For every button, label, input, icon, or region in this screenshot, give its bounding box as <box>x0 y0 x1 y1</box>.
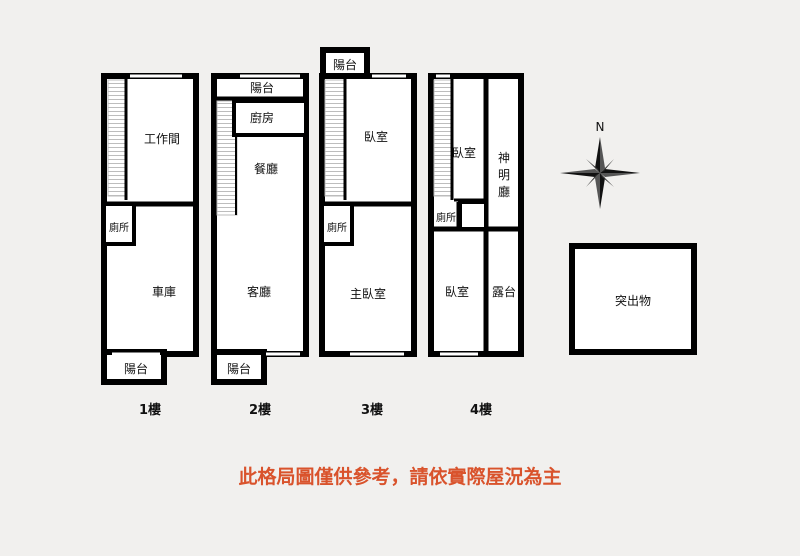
floor-3-balcony-top-label: 陽台 <box>333 57 357 72</box>
floor-3-stairs <box>324 79 346 197</box>
floor-4-shrine-char-2: 明 <box>498 168 510 182</box>
compass-north-label: N <box>596 120 605 134</box>
floor-1-garage-label: 車庫 <box>152 285 176 299</box>
floor-2-balcony-top-label: 陽台 <box>250 80 274 95</box>
protrusion-box <box>569 243 697 355</box>
floor-2-living-label: 客廳 <box>247 284 271 299</box>
protrusion-label: 突出物 <box>615 293 651 308</box>
floor-3-bedroom-label: 臥室 <box>364 129 388 144</box>
floor-3-toilet-label: 廁所 <box>327 221 347 234</box>
floor-1-label: 1樓 <box>139 402 161 418</box>
floor-4-stairs <box>433 79 453 197</box>
floor-2-plan: 陽台 廚房 餐廳 客廳 陽台 <box>211 73 309 385</box>
floor-1-workroom-label: 工作間 <box>144 132 180 146</box>
floor-4-toilet-label: 廁所 <box>436 211 456 224</box>
floor-4-terrace-label: 露台 <box>492 284 516 299</box>
floor-2-kitchen-label: 廚房 <box>250 110 274 125</box>
floor-4-shrine-char-3: 廳 <box>498 184 510 199</box>
floor-4-bedroom-top-label: 臥室 <box>452 145 476 160</box>
floor-1-plan: 工作間 廁所 車庫 陽台 <box>101 73 199 385</box>
floor-3-label: 3樓 <box>361 402 383 418</box>
compass-icon <box>560 137 640 209</box>
floor-4-shrine-char-1: 神 <box>498 151 510 165</box>
floor-3-plan: 陽台 臥室 廁所 主臥室 <box>319 47 417 357</box>
floor-1-stairs <box>107 79 127 197</box>
floor-3-master-bedroom-label: 主臥室 <box>350 286 386 301</box>
floor-1-balcony-label: 陽台 <box>124 361 148 376</box>
floor-4-plan: 臥室 神 明 廳 廁所 臥室 露台 <box>428 73 524 357</box>
floor-2-label: 2樓 <box>249 402 271 418</box>
floor-4-label: 4樓 <box>470 402 492 418</box>
floor-4-bedroom-bottom-label: 臥室 <box>445 284 469 299</box>
floor-1-toilet-label: 廁所 <box>109 221 129 234</box>
floor-2-dining-label: 餐廳 <box>254 161 278 176</box>
disclaimer-text: 此格局圖僅供參考，請依實際屋況為主 <box>238 466 562 488</box>
floor-2-balcony-bottom-label: 陽台 <box>227 361 251 376</box>
